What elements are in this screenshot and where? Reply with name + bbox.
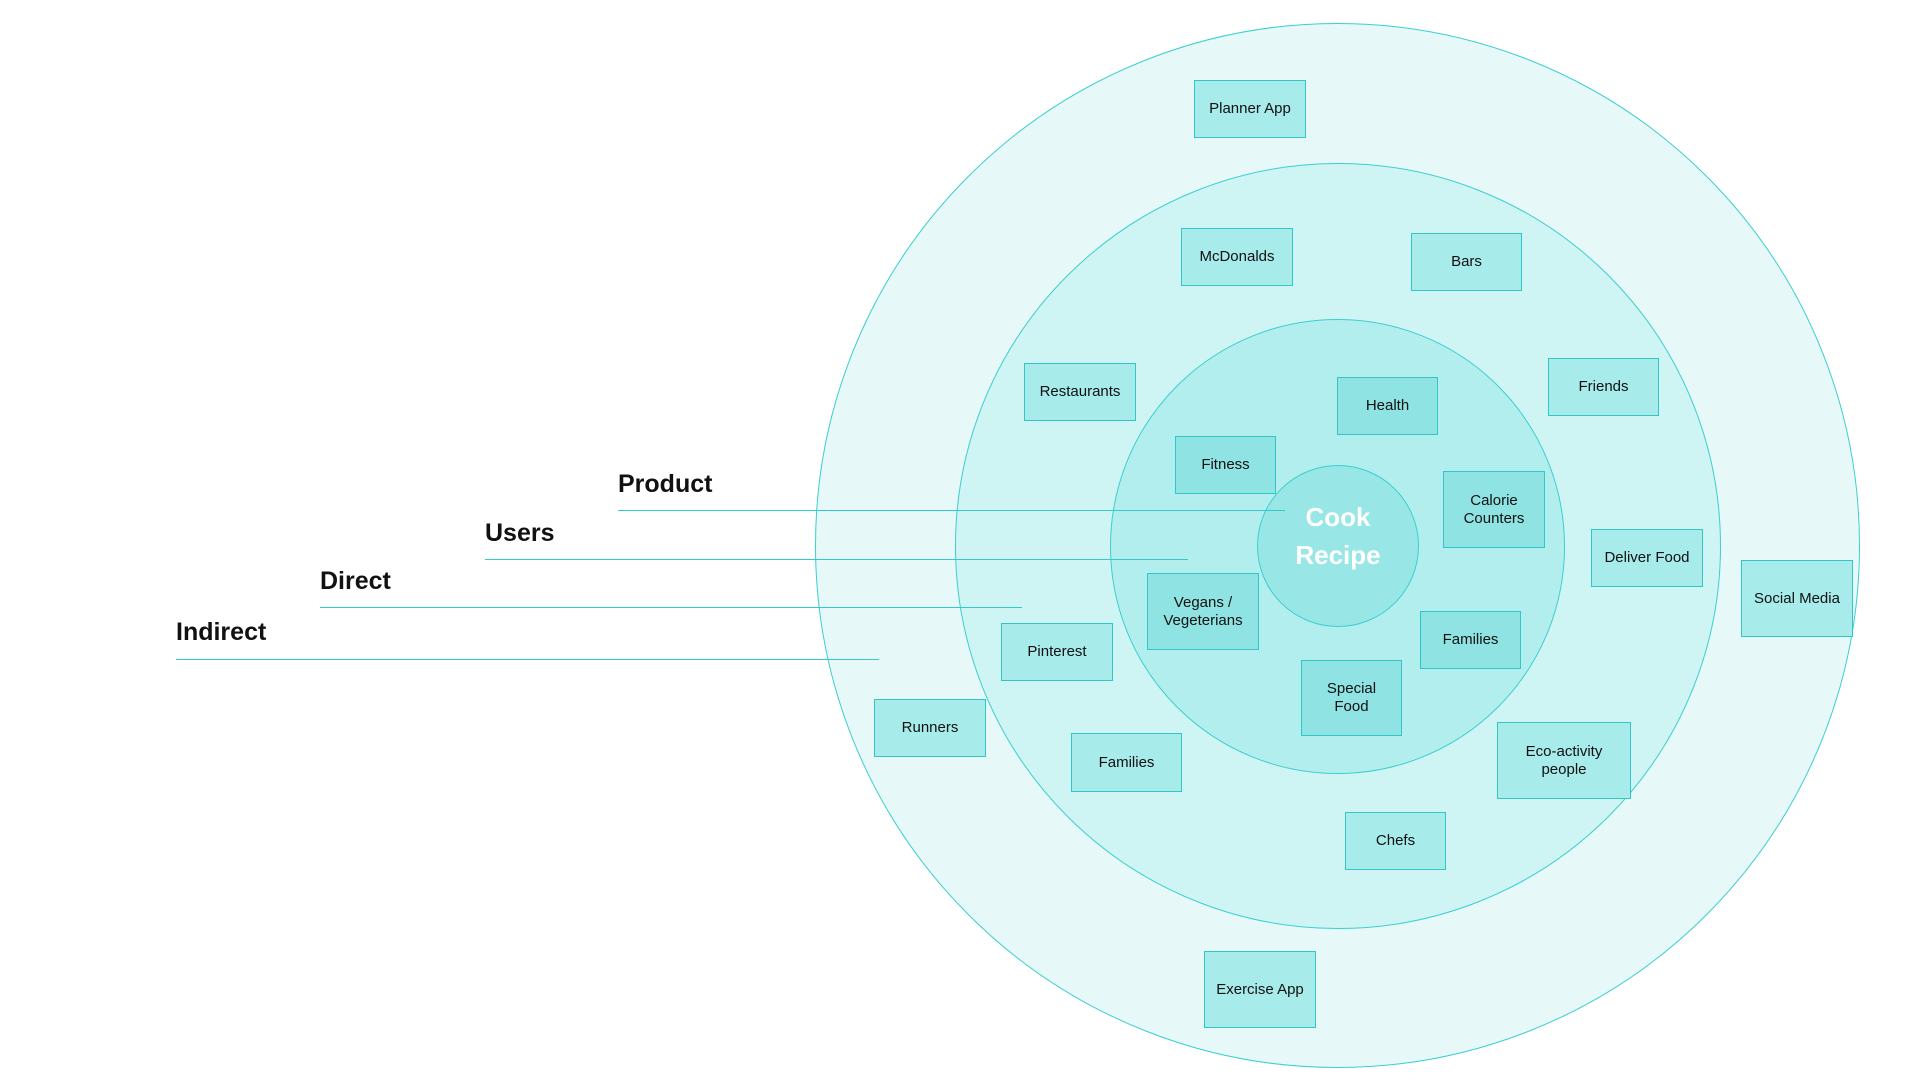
card-direct-restaurants: Restaurants bbox=[1024, 363, 1136, 421]
card-direct-bars: Bars bbox=[1411, 233, 1522, 291]
card-direct-pinterest: Pinterest bbox=[1001, 623, 1113, 681]
center-label-line2: Recipe bbox=[1295, 540, 1381, 570]
layer-label-indirect: Indirect bbox=[176, 618, 267, 646]
layer-label-product: Product bbox=[618, 470, 713, 498]
layer-label-users: Users bbox=[485, 519, 555, 547]
card-indirect-runners: Runners bbox=[874, 699, 986, 757]
card-direct-mcdonalds: McDonalds bbox=[1181, 228, 1293, 286]
card-users-families: Families bbox=[1420, 611, 1521, 669]
card-direct-eco-activity-people: Eco-activity people bbox=[1497, 722, 1631, 799]
card-indirect-planner-app: Planner App bbox=[1194, 80, 1306, 138]
center-label: Cook Recipe bbox=[1257, 498, 1419, 574]
layer-label-direct: Direct bbox=[320, 567, 391, 595]
card-indirect-social-media: Social Media bbox=[1741, 560, 1853, 637]
card-direct-deliver-food: Deliver Food bbox=[1591, 529, 1703, 587]
card-users-special-food: Special Food bbox=[1301, 660, 1402, 736]
card-users-fitness: Fitness bbox=[1175, 436, 1276, 494]
card-direct-families: Families bbox=[1071, 733, 1182, 792]
leader-line-users bbox=[485, 559, 1188, 560]
card-direct-chefs: Chefs bbox=[1345, 812, 1446, 870]
card-users-health: Health bbox=[1337, 377, 1438, 435]
card-users-vegans-vegeterians: Vegans / Vegeterians bbox=[1147, 573, 1259, 650]
card-users-calorie-counters: Calorie Counters bbox=[1443, 471, 1545, 548]
card-indirect-exercise-app: Exercise App bbox=[1204, 951, 1316, 1028]
ring-product bbox=[1257, 465, 1419, 627]
leader-line-direct bbox=[320, 607, 1022, 608]
center-label-line1: Cook bbox=[1305, 502, 1371, 532]
leader-line-product bbox=[618, 510, 1285, 511]
leader-line-indirect bbox=[176, 659, 879, 660]
card-direct-friends: Friends bbox=[1548, 358, 1659, 416]
